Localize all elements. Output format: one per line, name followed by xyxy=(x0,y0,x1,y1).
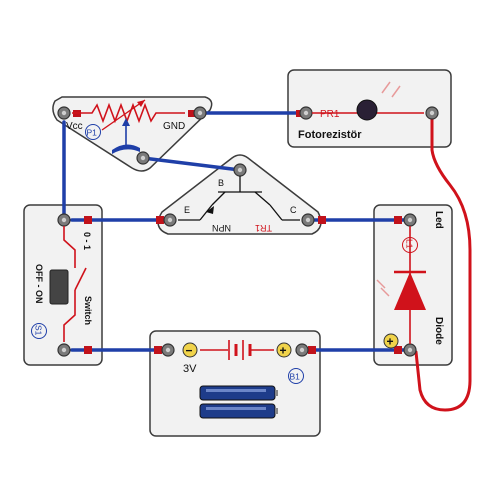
emitter-arrow-icon xyxy=(206,206,214,214)
pot-vcc-label: Vcc xyxy=(66,121,83,132)
potentiometer-board xyxy=(52,96,213,172)
battery-badge: B1 xyxy=(290,372,301,382)
battery-minus-symbol: − xyxy=(186,344,193,358)
battery-badge-circle xyxy=(288,368,304,384)
aa-batteries-icon xyxy=(199,385,278,419)
switch-badge: S1 xyxy=(34,325,44,336)
transistor-collector-label: C xyxy=(290,205,297,215)
light-rays-icon xyxy=(381,81,401,98)
connector-tab xyxy=(318,216,326,224)
transistor-base-label: B xyxy=(218,178,224,188)
switch-badge-circle xyxy=(31,323,47,339)
wire-wiper-to-base xyxy=(141,156,242,172)
led-light-rays-icon xyxy=(376,279,390,297)
diode-icon xyxy=(394,272,426,310)
battery-cell-symbol xyxy=(200,340,274,360)
connector-tab xyxy=(84,216,92,224)
connector-tab xyxy=(188,110,196,117)
led-badge-circle xyxy=(402,237,418,253)
transistor-emitter-label: E xyxy=(184,205,190,215)
switch-positions-label: 0 - 1 xyxy=(82,232,92,250)
switch-slider[interactable] xyxy=(49,269,69,305)
wire-pr1-to-diode xyxy=(414,111,472,412)
battery-voltage-label: 3V xyxy=(183,363,197,375)
battery-plus-symbol: + xyxy=(280,344,287,358)
switch-off-on-label: OFF - ON xyxy=(34,264,44,304)
connector-tab xyxy=(308,346,316,354)
switch-symbol xyxy=(63,226,87,342)
led-label: Led xyxy=(433,211,444,229)
pr1-ref-label: PR1 xyxy=(320,109,340,120)
potentiometer-symbol xyxy=(72,99,185,154)
connector-tab xyxy=(156,216,164,224)
pot-badge: P1 xyxy=(87,128,98,138)
switch-name-label: Switch xyxy=(83,296,93,325)
diode-plus-symbol: + xyxy=(387,335,394,349)
pot-gnd-label: GND xyxy=(163,121,185,132)
battery-plus-circle xyxy=(276,342,292,358)
battery-minus-circle xyxy=(182,342,198,358)
transistor-type-label: NPN xyxy=(212,223,231,233)
pr1-name-label: Fotorezistör xyxy=(298,129,362,141)
pot-badge-circle xyxy=(85,124,101,140)
connector-tab xyxy=(394,216,402,224)
transistor-board xyxy=(157,154,322,235)
npn-transistor-symbol xyxy=(178,176,300,221)
photoresistor-sensor xyxy=(356,99,378,121)
connector-tab xyxy=(154,346,162,354)
transistor-ref-label: TR1 xyxy=(255,223,272,233)
led-badge: L1 xyxy=(405,239,415,249)
diode-label: Diode xyxy=(433,317,444,345)
diode-plus-circle xyxy=(383,333,399,349)
connector-tab xyxy=(394,346,402,354)
connector-tab xyxy=(84,346,92,354)
